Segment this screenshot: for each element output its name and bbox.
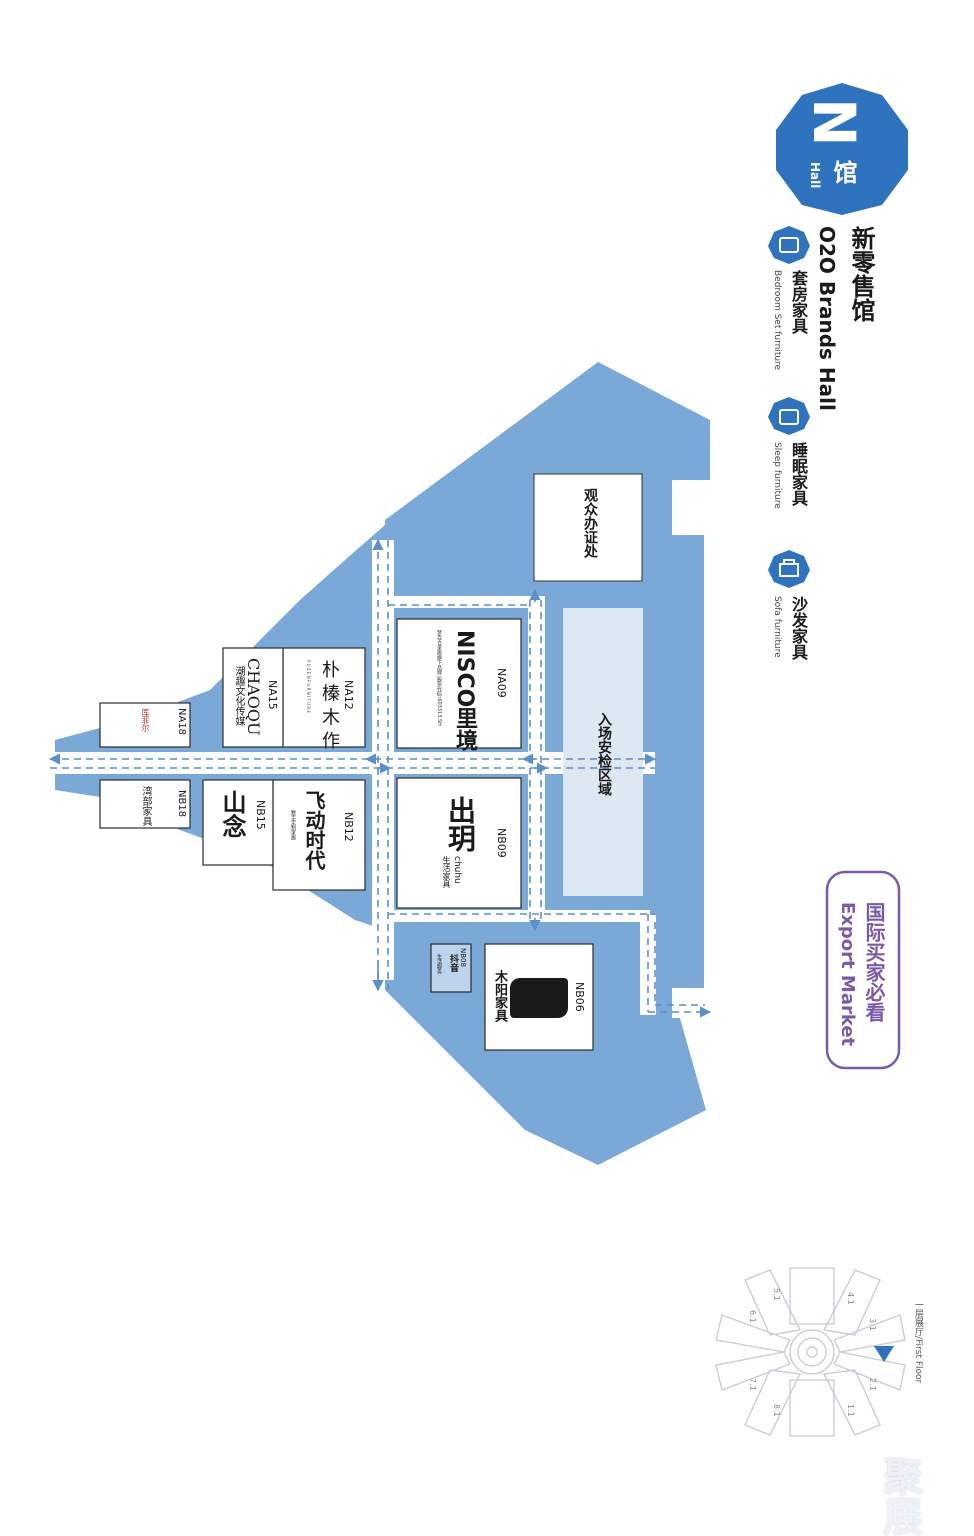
booths — [99, 618, 594, 1051]
bed-icon — [768, 226, 810, 264]
booth-NB12[interactable] — [272, 779, 366, 891]
mini-map-hall-3-1: 3.1 — [868, 1318, 877, 1331]
booth-code-NB15: NB15 — [254, 800, 267, 830]
junction-arrows — [364, 588, 549, 992]
booth-code-NB12: NB12 — [342, 812, 355, 842]
you-are-here-marker — [874, 1346, 894, 1362]
booth-brand-NB15: 山念 — [218, 790, 246, 838]
hall-title-en: O2O Brands Hall — [815, 226, 839, 411]
booth-code-NB08: NB08 — [459, 948, 467, 967]
booth-tagline-NA15: 潮趣文化传媒 — [233, 666, 244, 726]
mini-map-hall-5-1: 5.1 — [772, 1288, 781, 1301]
booth-brand-NA09: NISCO里境 — [452, 630, 477, 752]
mattress-icon — [768, 397, 810, 435]
sofa-icon — [768, 550, 810, 588]
booth-brand-NB08: 抖音 — [448, 954, 458, 972]
booth-brand-NA18: 库菲尔 — [141, 708, 150, 732]
legend-icons — [768, 226, 810, 588]
legend-sofa-cn: 沙发家具 — [789, 596, 808, 660]
security-zone — [563, 608, 643, 896]
watermark: 聚展 — [876, 1456, 922, 1536]
booth-tagline-NB12: 数字定制家居 — [290, 810, 296, 840]
legend-sleep-en: Sleep furniture — [772, 442, 782, 509]
mini-map-hall-7-1: 7.1 — [748, 1378, 757, 1391]
booth-brand-NA15: CHAOQU — [244, 658, 263, 736]
booth-brand-NB18: 湾部家具 — [140, 786, 151, 826]
registration-office — [533, 473, 643, 582]
hall-badge — [776, 83, 908, 215]
legend-bedroom-en: Bedroom Set furniture — [772, 270, 782, 371]
badge-en: Hall — [808, 162, 822, 189]
export-market-cn: 国际买家必看 — [862, 902, 886, 1022]
export-market-box — [825, 870, 901, 1070]
booth-tagline-NA09: 梦百合家居旗下品牌 股票代码:603313.SH — [436, 630, 442, 726]
export-market-en: Export Market — [837, 902, 858, 1047]
booth-brand-NB09: 出玥 — [444, 796, 477, 852]
mini-map-floor-label: 一层展厅/First Floor — [913, 1300, 923, 1384]
booth-tagline-NA12: P U Z E N F U R N I T U R E — [306, 660, 311, 713]
nb06-logo-icon — [510, 978, 568, 1018]
booth-NA12[interactable] — [282, 647, 366, 748]
booth-code-NB18: NB18 — [176, 790, 187, 818]
legend-sofa-en: Sofa furniture — [772, 596, 782, 658]
booth-code-NA12: NA12 — [342, 680, 355, 710]
mini-map-hall-8-1: 8.1 — [772, 1404, 781, 1417]
booth-code-NA09: NA09 — [495, 668, 508, 698]
booth-NA18[interactable] — [99, 702, 191, 748]
booth-brand-en-NB09: chuhu — [452, 856, 462, 884]
badge-letter: N — [800, 98, 868, 147]
mini-map-hall-1-1: 1.1 — [846, 1404, 855, 1417]
legend-sleep-cn: 睡眠家具 — [789, 442, 808, 506]
booth-brand-NB12: 飞动时代 — [302, 790, 326, 870]
booth-NA09[interactable] — [396, 618, 522, 749]
wall-notch — [672, 988, 712, 1018]
wall-notch — [672, 480, 712, 535]
security-label: 入场安检区域 — [596, 712, 612, 796]
booth-brand-NB06: 木阳家具 — [492, 970, 507, 1022]
hall-title-cn: 新零售馆 — [847, 226, 875, 322]
booth-code-NA18: NA18 — [176, 708, 187, 736]
booth-code-NB06: NB06 — [573, 982, 586, 1012]
badge-cn: 馆 — [829, 160, 857, 184]
booth-code-NB09: NB09 — [495, 828, 508, 858]
registration-label: 观众办证处 — [582, 488, 598, 558]
booth-NB15[interactable] — [202, 779, 274, 866]
booth-tagline-NB08: 生活服务 — [436, 954, 442, 974]
booth-code-NA15: NA15 — [266, 680, 279, 710]
booth-NA15[interactable] — [222, 647, 284, 748]
booth-NB18[interactable] — [99, 779, 191, 829]
mini-map-hall-4-1: 4.1 — [846, 1292, 855, 1305]
mini-map-hall-6-1: 6.1 — [748, 1310, 757, 1323]
booth-tagline-NB09: 生活家具 — [442, 856, 451, 888]
booth-brand-NA12: 朴 榛 木 作 — [319, 660, 340, 750]
legend-bedroom-cn: 套房家具 — [789, 270, 808, 334]
mini-map-hall-2-1: 2.1 — [868, 1378, 877, 1391]
booth-NB09[interactable] — [396, 777, 522, 909]
booth-NB08[interactable] — [430, 943, 472, 993]
mini-map — [715, 1267, 906, 1437]
